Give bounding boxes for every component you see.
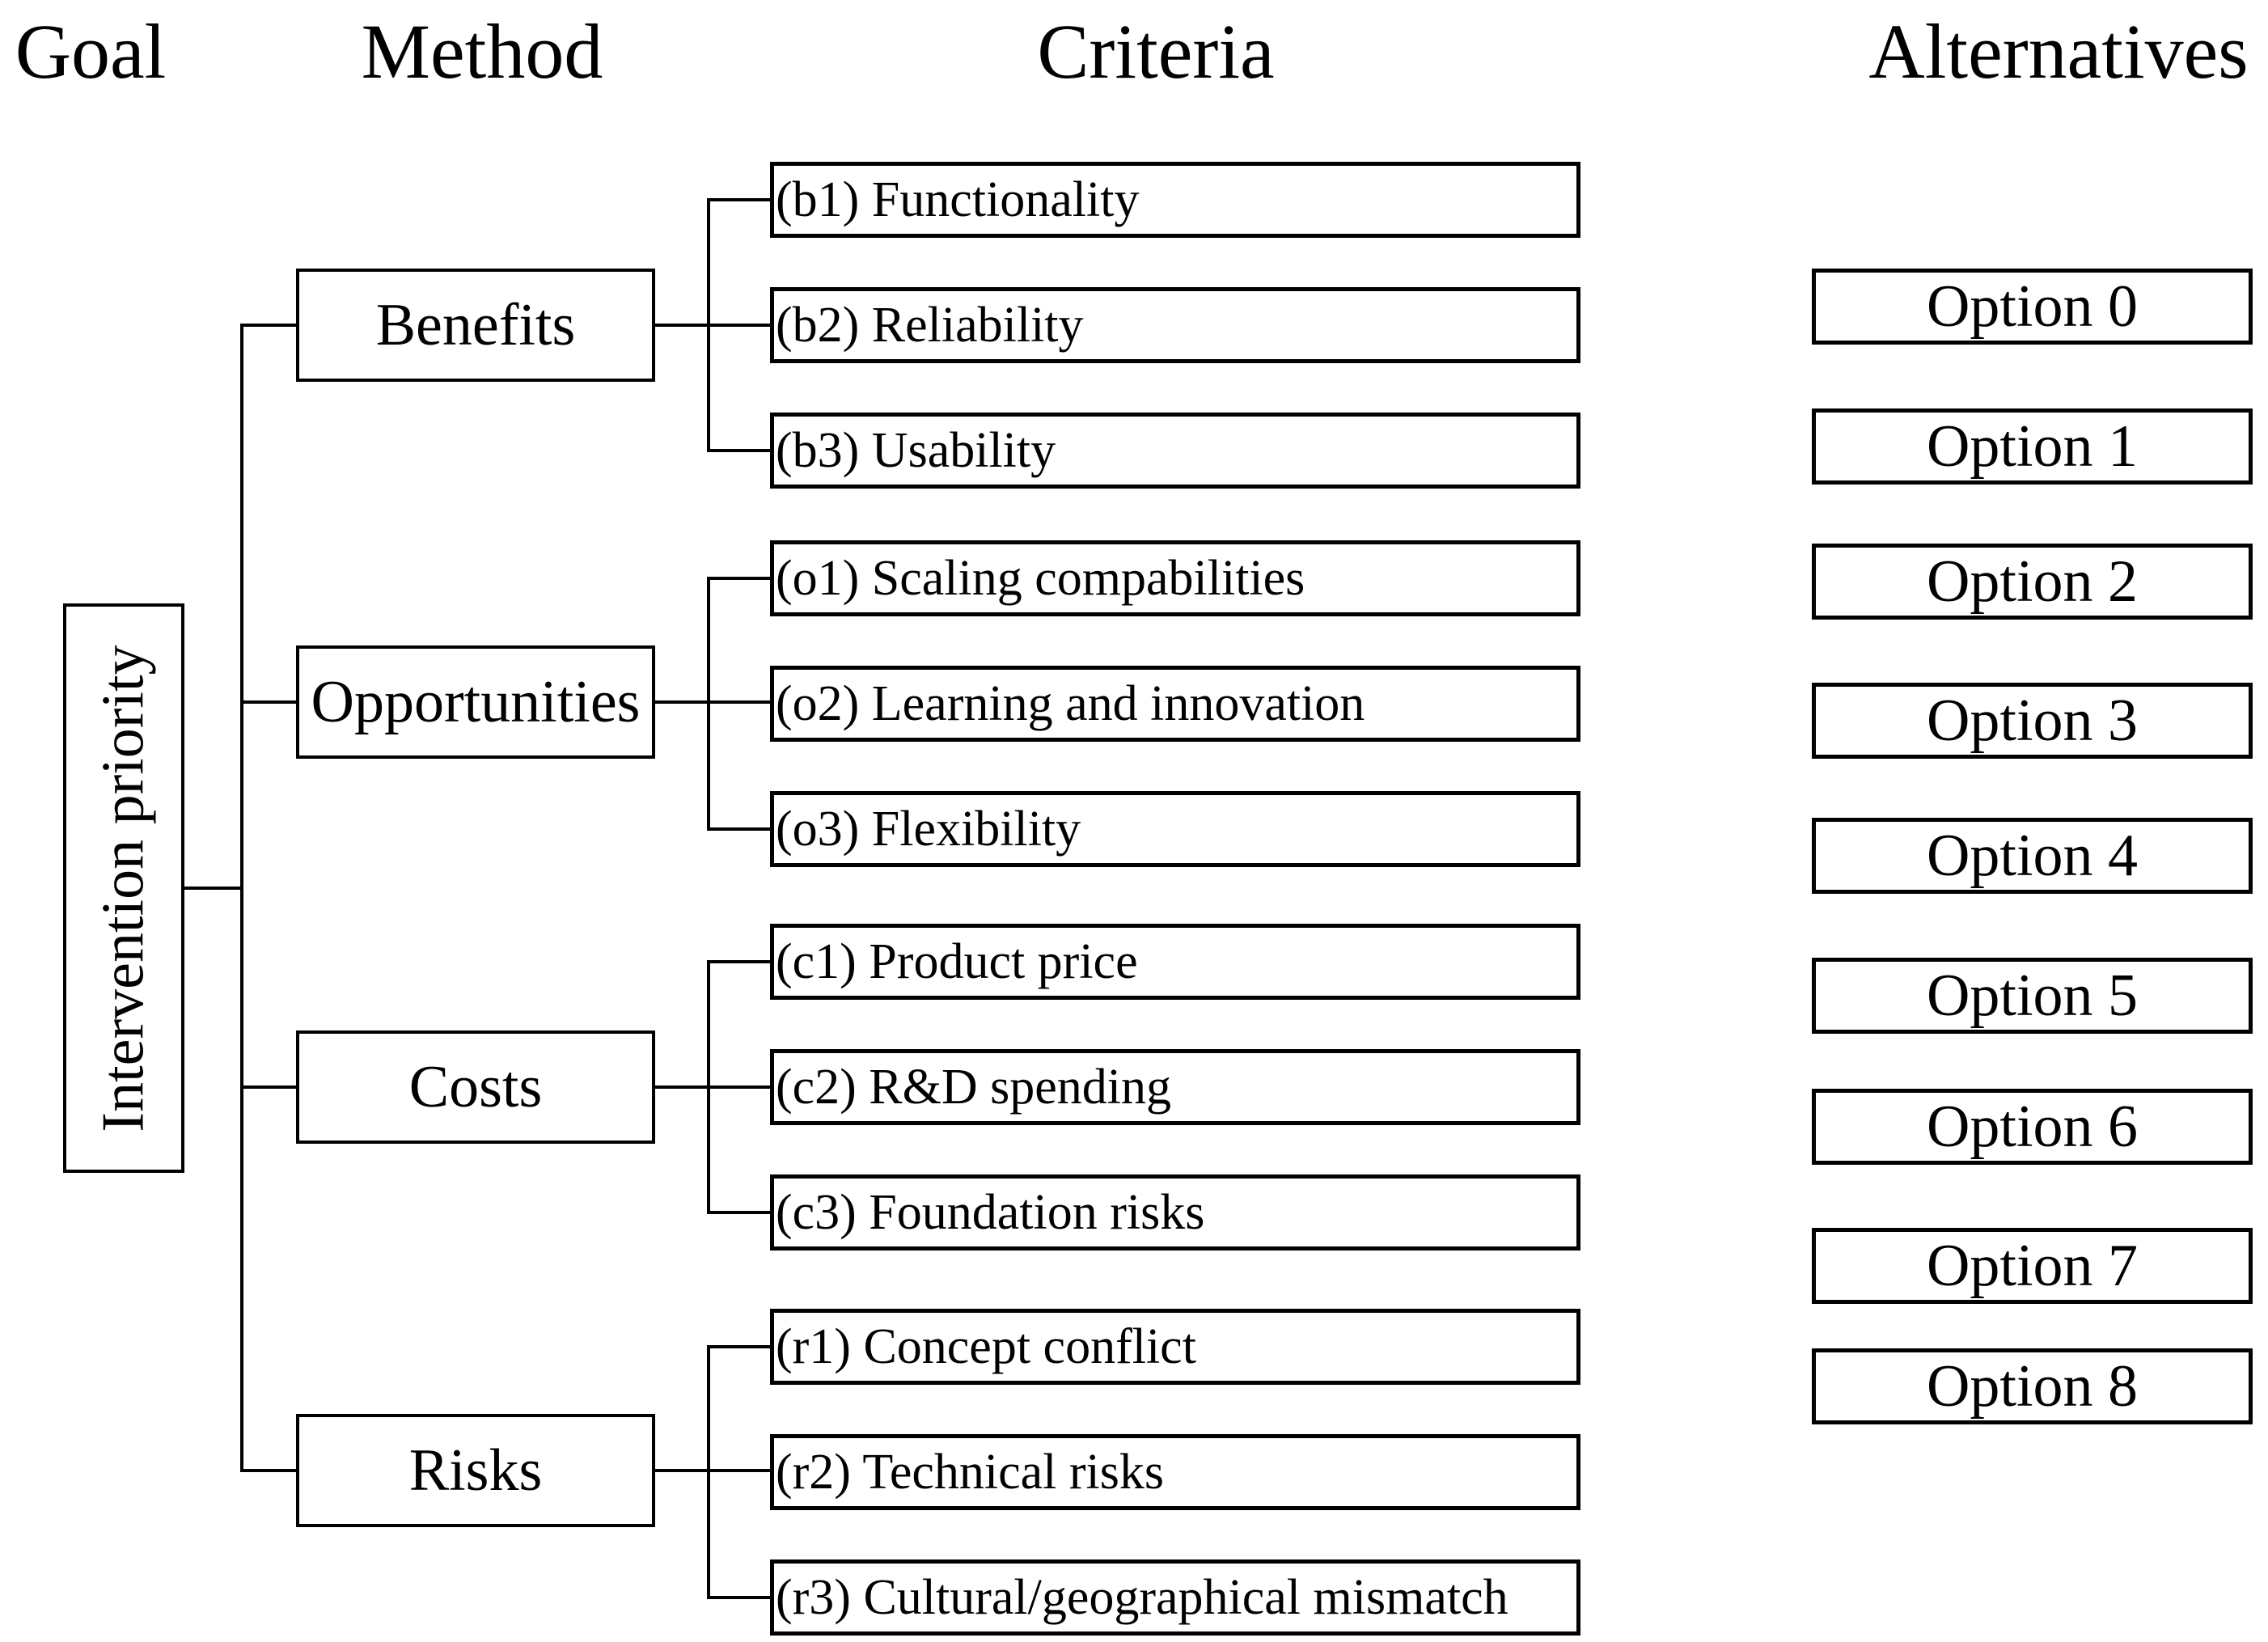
- criterion-box-c3: (c3) Foundation risks: [770, 1174, 1580, 1251]
- connector-trunk-to-risks: [243, 1469, 296, 1472]
- connector-to-r1: [707, 1345, 770, 1348]
- method-box-costs: Costs: [296, 1030, 655, 1144]
- method-box-benefits: Benefits: [296, 269, 655, 382]
- connector-risks-to-bracket: [655, 1469, 710, 1472]
- alternative-box-option-1: Option 1: [1812, 408, 2253, 485]
- alternative-box-option-3: Option 3: [1812, 683, 2253, 759]
- criterion-box-o1: (o1) Scaling compabilities: [770, 540, 1580, 616]
- goal-box: Intervention priority: [63, 603, 184, 1173]
- criterion-box-c1: (c1) Product price: [770, 924, 1580, 1000]
- connector-trunk-to-opportunities: [243, 700, 296, 704]
- alternative-box-option-6: Option 6: [1812, 1089, 2253, 1165]
- connector-to-r2: [707, 1469, 770, 1472]
- alternative-box-option-7: Option 7: [1812, 1228, 2253, 1304]
- criterion-box-b1: (b1) Functionality: [770, 162, 1580, 238]
- connector-to-c1: [707, 960, 770, 963]
- connector-to-b3: [707, 449, 770, 452]
- connector-to-c2: [707, 1085, 770, 1089]
- connector-main-trunk: [240, 324, 243, 1472]
- alternative-box-option-8: Option 8: [1812, 1348, 2253, 1424]
- connector-to-o1: [707, 577, 770, 580]
- criterion-box-b3: (b3) Usability: [770, 413, 1580, 489]
- bracket-risks: [707, 1345, 710, 1599]
- column-header-criteria: Criteria: [1037, 8, 1275, 95]
- alternative-box-option-0: Option 0: [1812, 269, 2253, 345]
- goal-label: Intervention priority: [90, 644, 157, 1132]
- criterion-box-r3: (r3) Cultural/geographical mismatch: [770, 1559, 1580, 1636]
- connector-to-r3: [707, 1596, 770, 1599]
- connector-costs-to-bracket: [655, 1085, 710, 1089]
- criterion-box-r1: (r1) Concept conflict: [770, 1309, 1580, 1385]
- connector-to-b2: [707, 324, 770, 327]
- connector-to-o3: [707, 827, 770, 831]
- connector-trunk-to-benefits: [243, 324, 296, 327]
- criterion-box-o2: (o2) Learning and innovation: [770, 666, 1580, 742]
- connector-to-c3: [707, 1211, 770, 1214]
- connector-benefits-to-bracket: [655, 324, 710, 327]
- connector-opportunities-to-bracket: [655, 700, 710, 704]
- alternative-box-option-5: Option 5: [1812, 958, 2253, 1034]
- alternative-box-option-4: Option 4: [1812, 818, 2253, 894]
- column-header-method: Method: [361, 8, 603, 95]
- bracket-opportunities: [707, 577, 710, 831]
- alternative-box-option-2: Option 2: [1812, 544, 2253, 620]
- connector-to-b1: [707, 198, 770, 201]
- column-header-alternatives: Alternatives: [1868, 8, 2249, 95]
- connector-goal-to-trunk: [184, 887, 243, 890]
- criterion-box-r2: (r2) Technical risks: [770, 1434, 1580, 1510]
- connector-trunk-to-costs: [243, 1085, 296, 1089]
- column-header-goal: Goal: [15, 8, 167, 95]
- connector-to-o2: [707, 700, 770, 704]
- criterion-box-o3: (o3) Flexibility: [770, 791, 1580, 867]
- criterion-box-c2: (c2) R&D spending: [770, 1049, 1580, 1125]
- criterion-box-b2: (b2) Reliability: [770, 287, 1580, 363]
- method-box-opportunities: Opportunities: [296, 645, 655, 759]
- method-box-risks: Risks: [296, 1414, 655, 1527]
